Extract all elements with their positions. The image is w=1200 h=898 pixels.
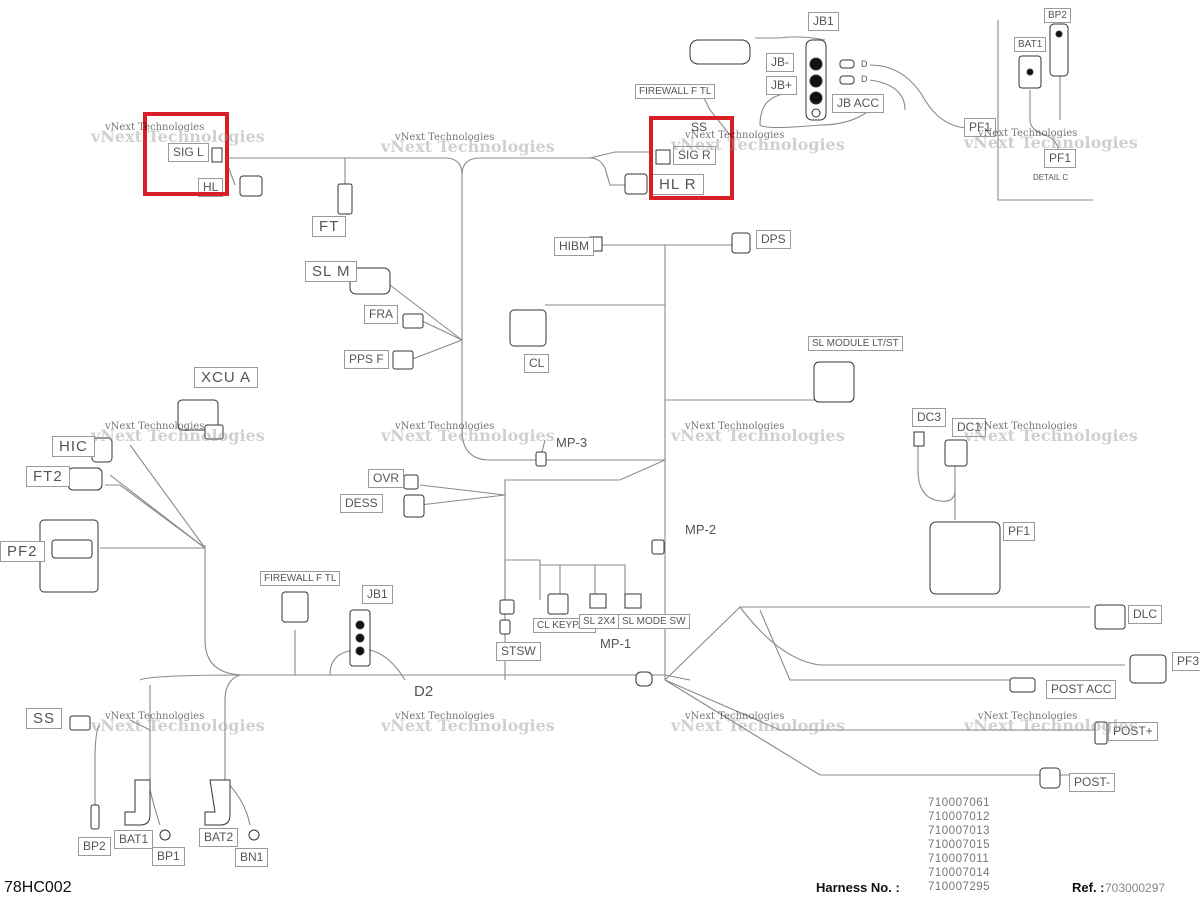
- label-d2: D2: [414, 683, 434, 700]
- label-ovr: OVR: [368, 469, 405, 488]
- label-ss-top: SS: [691, 120, 708, 134]
- label-pf1-main: PF1: [1003, 522, 1036, 541]
- label-hibm: HIBM: [554, 237, 594, 256]
- label-bp2: BP2: [78, 837, 111, 856]
- drawing-code: 78HC002: [4, 879, 72, 896]
- label-sig-r: SIG R: [673, 146, 716, 165]
- label-post-acc: POST ACC: [1046, 680, 1117, 699]
- label-mp3: MP-3: [556, 435, 588, 450]
- label-firewall-f-tl-top: FIREWALL F TL: [635, 84, 716, 99]
- label-sl-2x4: SL 2X4: [579, 614, 620, 629]
- harness-number: 710007061: [928, 797, 991, 809]
- label-detail-c: DETAIL C: [1033, 173, 1069, 182]
- label-jb1-top: JB1: [808, 12, 839, 31]
- label-dlc: DLC: [1128, 605, 1163, 624]
- label-bp1: BP1: [152, 847, 185, 866]
- label-xcu-a: XCU A: [194, 367, 259, 388]
- harness-number: 710007295: [928, 881, 991, 893]
- label-sl-module: SL MODULE LT/ST: [808, 336, 903, 351]
- label-dc1: DC1: [952, 418, 987, 437]
- harness-number: 710007011: [928, 853, 990, 865]
- label-jb-acc: JB ACC: [832, 94, 885, 113]
- label-bn1: BN1: [235, 848, 269, 867]
- label-ft2: FT2: [26, 466, 70, 487]
- label-hl-r: HL R: [652, 174, 704, 195]
- label-dps: DPS: [756, 230, 791, 249]
- label-firewall-f-tl-mid: FIREWALL F TL: [260, 571, 341, 586]
- label-pf3: PF3: [1172, 652, 1200, 671]
- label-bat2: BAT2: [199, 828, 239, 847]
- label-jb-plus: JB+: [766, 76, 798, 95]
- label-jb-minus: JB-: [766, 53, 794, 72]
- label-sl-m: SL M: [305, 261, 358, 282]
- highlight-box-sig-l: [143, 112, 229, 196]
- label-bat1: BAT1: [114, 830, 154, 849]
- label-stsw: STSW: [496, 642, 541, 661]
- label-mp2: MP-2: [685, 522, 717, 537]
- label-fra: FRA: [364, 305, 398, 324]
- label-dess: DESS: [340, 494, 383, 513]
- label-pps-f: PPS F: [344, 350, 389, 369]
- label-hic: HIC: [52, 436, 95, 457]
- label-post-minus: POST-: [1069, 773, 1116, 792]
- label-d-2: D: [861, 74, 868, 84]
- label-bp2-top: BP2: [1044, 8, 1071, 23]
- label-mp1: MP-1: [600, 636, 632, 651]
- highlight-box-sig-r: [649, 116, 734, 200]
- label-pf1-b: PF1: [1044, 149, 1077, 168]
- ref-value: 703000297: [1105, 881, 1166, 895]
- label-sig-l: SIG L: [168, 143, 209, 162]
- harness-number: 710007013: [928, 825, 991, 837]
- label-ss: SS: [26, 708, 63, 729]
- label-post-plus: POST+: [1108, 722, 1158, 741]
- label-cl: CL: [524, 354, 550, 373]
- harness-number: 710007012: [928, 811, 991, 823]
- label-ft: FT: [312, 216, 347, 237]
- label-pf2: PF2: [0, 541, 45, 562]
- label-sl-mode-sw: SL MODE SW: [618, 614, 690, 629]
- components: [39, 23, 1167, 841]
- label-bat1-top: BAT1: [1014, 37, 1047, 52]
- harness-number: 710007015: [928, 839, 991, 851]
- label-d-1: D: [861, 59, 868, 69]
- label-jb1-mid: JB1: [362, 585, 393, 604]
- label-dc3: DC3: [912, 408, 947, 427]
- harness-number: 710007014: [928, 867, 991, 879]
- ref-label: Ref. :: [1072, 880, 1105, 895]
- label-pf1-a: PF1: [964, 118, 997, 137]
- harness-label: Harness No. :: [816, 880, 900, 895]
